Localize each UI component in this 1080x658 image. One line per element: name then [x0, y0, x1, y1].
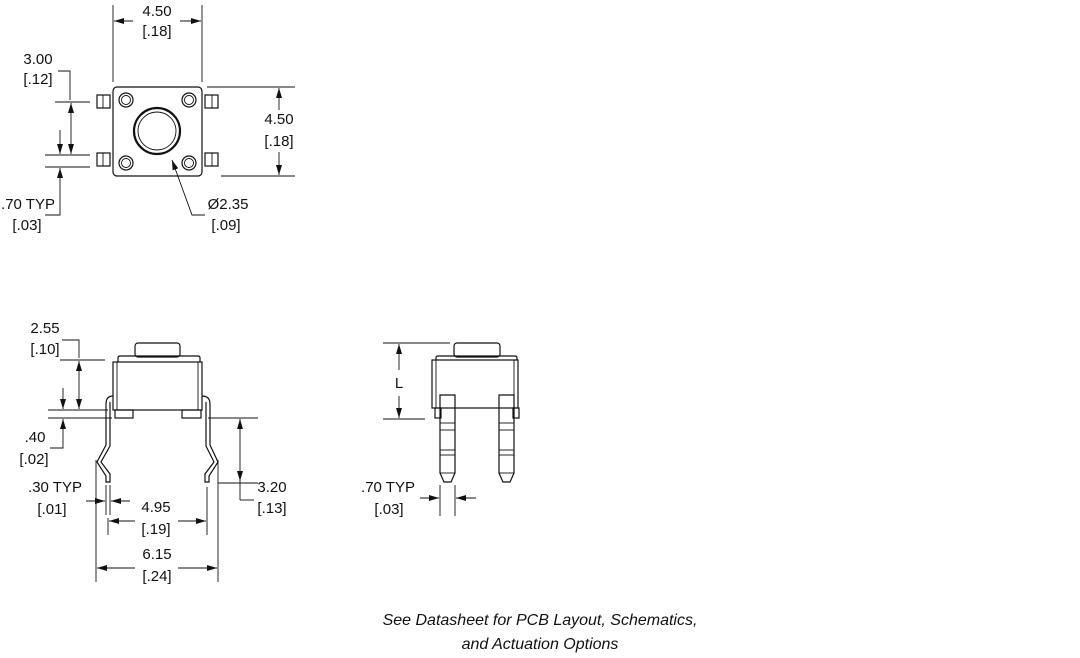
front-view: L .70 TYP [.03] — [361, 342, 520, 518]
body-height-mm: 2.55 — [30, 320, 59, 337]
pin-spacing-mm: 3.00 — [23, 51, 52, 68]
side-view: 2.55 [.10] .40 [.02] 3.20 [.13] .30 TYP … — [19, 320, 286, 585]
standoff-mm: .40 — [25, 429, 46, 446]
top-width-mm: 4.50 — [142, 3, 171, 20]
button-outline — [132, 106, 182, 156]
top-height-mm: 4.50 — [264, 111, 293, 128]
top-view: 4.50 [.18] 4.50 [.18] 3.00 [.12] .70 TYP… — [1, 3, 295, 234]
overall-width-in: [.24] — [142, 568, 171, 585]
caption-line-1: See Datasheet for PCB Layout, Schematics… — [382, 612, 698, 629]
standoff-in: [.02] — [19, 451, 48, 468]
pin-spacing-in: [.12] — [23, 71, 52, 88]
pin-width-mm: .70 TYP — [1, 196, 55, 213]
front-lead-width-mm: .70 TYP — [361, 479, 415, 496]
body-height-in: [.10] — [30, 341, 59, 358]
lead-thickness-mm: .30 TYP — [28, 479, 82, 496]
pin-width-in: [.03] — [12, 217, 41, 234]
lead-spacing-in: [.19] — [141, 521, 170, 538]
terminal-tabs — [96, 94, 219, 167]
overall-width-mm: 6.15 — [142, 546, 171, 563]
button-diameter-mm: Ø2.35 — [208, 196, 249, 213]
corner-holes — [118, 92, 197, 171]
caption-line-2: and Actuation Options — [461, 636, 619, 653]
leads — [96, 395, 219, 483]
top-height-in: [.18] — [264, 133, 293, 150]
length-label: L — [395, 375, 403, 392]
lead-spacing-mm: 4.95 — [141, 499, 170, 516]
lead-length-mm: 3.20 — [257, 479, 286, 496]
front-lead-width-in: [.03] — [374, 501, 403, 518]
front-leads — [439, 394, 515, 483]
lead-thickness-in: [.01] — [37, 501, 66, 518]
button-diameter-in: [.09] — [211, 217, 240, 234]
top-width-in: [.18] — [142, 23, 171, 40]
lead-length-in: [.13] — [257, 500, 286, 517]
